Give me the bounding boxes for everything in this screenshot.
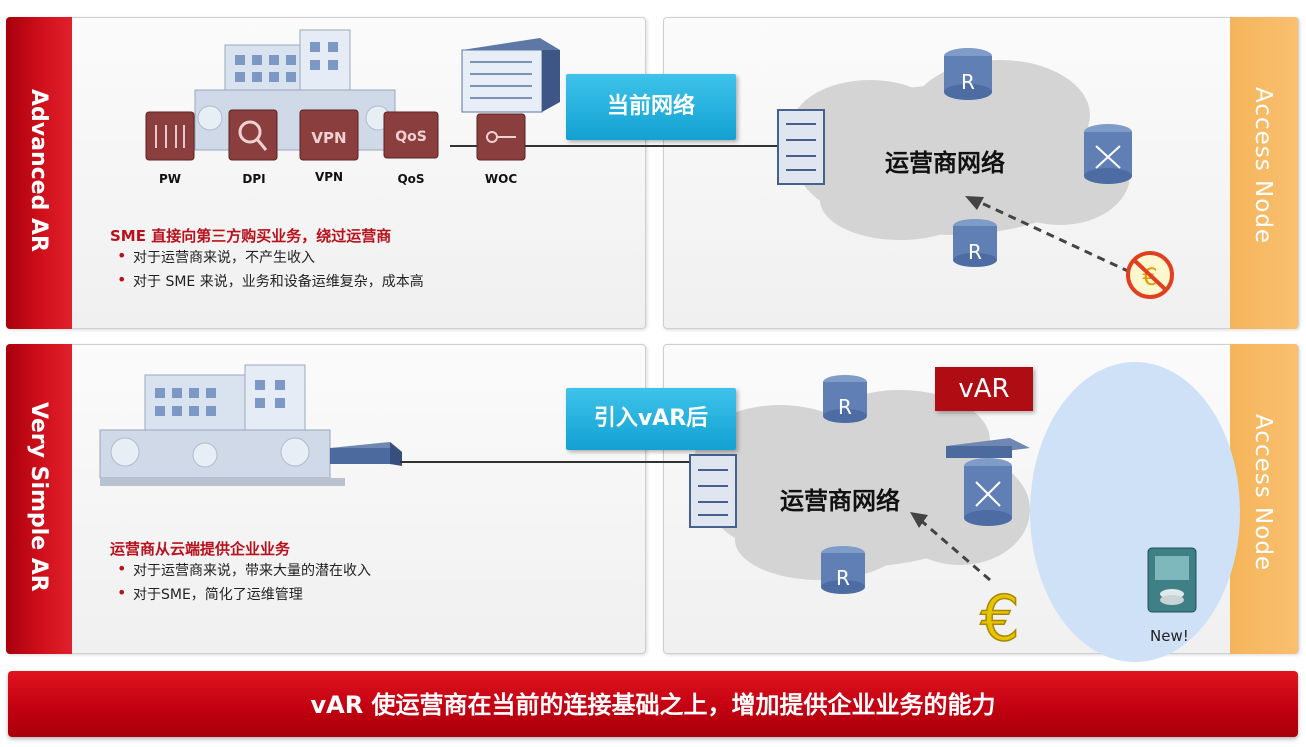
qos-device-icon: QoS [383,111,439,159]
row2-access-label: Access Node [1250,414,1276,572]
access-switch-icon [777,109,825,185]
core-switch-icon [964,458,1012,526]
device-label-woc: WOC [484,172,518,186]
device-label-dpi: DPI [242,172,266,186]
device-label-qos: QoS [397,172,425,186]
operator-cloud-shape [695,390,1030,580]
row2-access-bar: Access Node [1230,344,1298,654]
row1-access-label: Access Node [1250,87,1276,245]
cpe-device-icon [330,442,402,466]
var-label-box: vAR [935,367,1033,411]
row1-bullet: 对于运营商来说，不产生收入 [115,245,424,271]
row1-access-bar: Access Node [1230,17,1298,329]
new-label: New! [1150,627,1189,645]
row2-side-label: Very Simple AR [26,402,51,592]
no-revenue-icon: € [1126,251,1174,299]
row2-bullet-list: 对于运营商来说，带来大量的潜在收入 对于SME，简化了运维管理 [115,558,371,608]
building-icon [194,29,396,151]
row1-bullet: 对于 SME 来说，业务和设备运维复杂，成本高 [115,269,424,295]
bottom-banner-text: vAR 使运营商在当前的连接基础之上，增加提供企业业务的能力 [310,691,996,719]
core-switch-icon [1084,124,1132,184]
after-var-tag: 引入vAR后 [566,388,736,450]
rack-server-icon [461,38,560,113]
row1-cloud-label: 运营商网络 [885,149,1005,177]
row1-summary-title: SME 直接向第三方购买业务，绕过运营商 [110,227,392,245]
svg-text:QoS: QoS [395,129,427,145]
row2-side-bar: Very Simple AR [6,344,72,654]
row2-cloud-label: 运营商网络 [780,487,900,515]
row2-bullet: 对于SME，简化了运维管理 [115,582,371,608]
access-switch-icon [689,454,737,528]
svg-text:R: R [961,70,975,94]
pw-device-icon [145,111,195,161]
row2-network-diagram: R R € [99,362,1240,662]
new-service-area [1030,362,1240,662]
current-network-tag: 当前网络 [566,74,736,140]
device-label-vpn: VPN [314,170,344,184]
router-icon-top: R [823,375,867,423]
row2-summary-title: 运营商从云端提供企业业务 [110,540,291,558]
euro-revenue-icon: € [980,581,1021,656]
router-icon-bottom: R [953,219,997,267]
operator-cloud-shape [790,60,1130,240]
svg-text:€: € [980,582,1019,655]
device-label-pw: PW [158,172,182,186]
bottom-banner: vAR 使运营商在当前的连接基础之上，增加提供企业业务的能力 [8,671,1298,737]
var-blade-icon [946,438,1030,458]
svg-text:R: R [838,395,852,419]
row1-side-bar: Advanced AR [6,17,72,329]
row1-bullet-list: 对于运营商来说，不产生收入 对于 SME 来说，业务和设备运维复杂，成本高 [115,245,424,295]
router-icon-bottom: R [821,546,865,594]
svg-text:R: R [836,566,850,590]
woc-device-icon [476,113,526,161]
new-service-icon [1147,547,1197,613]
building-icon [99,364,345,486]
vpn-device-icon: VPN [299,109,359,161]
dpi-device-icon [228,109,278,161]
svg-text:R: R [968,240,982,264]
row2-bullet: 对于运营商来说，带来大量的潜在收入 [115,558,371,584]
row1-network-diagram: VPN QoS R R [145,29,1174,299]
router-icon-top: R [944,48,992,100]
svg-text:VPN: VPN [311,129,346,147]
row1-side-label: Advanced AR [26,89,51,252]
